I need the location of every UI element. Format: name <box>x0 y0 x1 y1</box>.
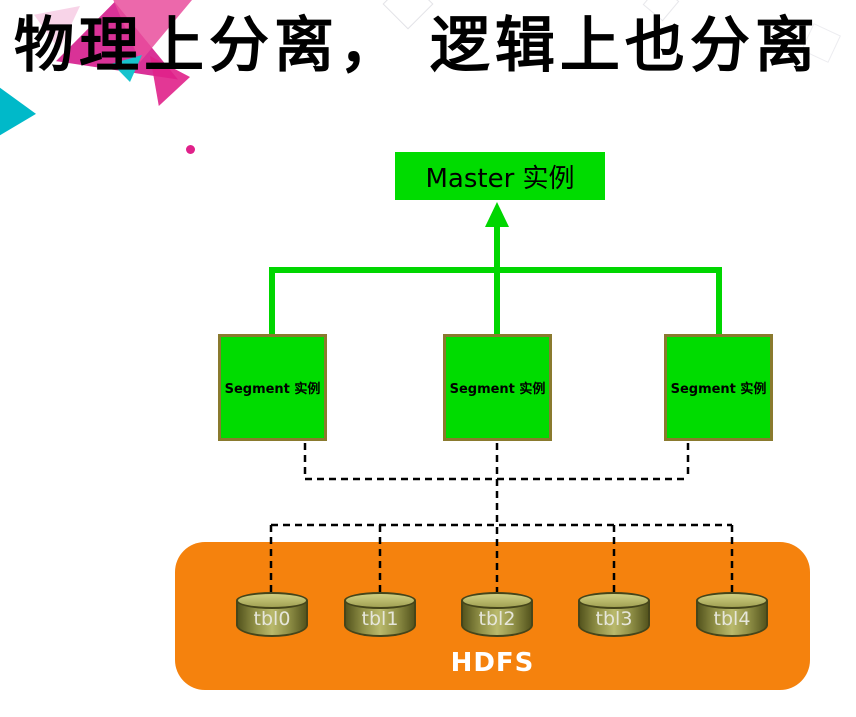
cylinder-top <box>578 592 650 609</box>
cylinder-label: tbl1 <box>361 608 399 630</box>
table-cylinder-tbl2: tbl2 <box>461 592 533 640</box>
green-connectors <box>269 222 722 336</box>
segment-label: Segment 实例 <box>449 382 546 397</box>
segment-label: Segment 实例 <box>224 382 321 397</box>
segment-node-3: Segment 实例 <box>664 334 773 441</box>
cylinder-top <box>696 592 768 609</box>
arrow-head-up <box>485 202 509 227</box>
segment-node-2: Segment 实例 <box>443 334 552 441</box>
master-label: Master 实例 <box>425 163 575 194</box>
cylinder-label: tbl4 <box>713 608 751 630</box>
hdfs-label: HDFS <box>450 648 535 678</box>
table-cylinder-tbl0: tbl0 <box>236 592 308 640</box>
cylinder-label: tbl0 <box>253 608 291 630</box>
cylinder-top <box>236 592 308 609</box>
cylinder-label: tbl2 <box>478 608 516 630</box>
table-cylinder-tbl3: tbl3 <box>578 592 650 640</box>
segment-label: Segment 实例 <box>670 382 767 397</box>
master-node: Master 实例 <box>395 152 605 200</box>
table-cylinder-tbl1: tbl1 <box>344 592 416 640</box>
decoration-dot <box>186 145 195 154</box>
segment-node-1: Segment 实例 <box>218 334 327 441</box>
slide-title: 物理上分离， 逻辑上也分离 <box>14 11 820 81</box>
cylinder-label: tbl3 <box>595 608 633 630</box>
cylinder-top <box>461 592 533 609</box>
cylinder-top <box>344 592 416 609</box>
decoration-triangle-teal <box>0 82 36 140</box>
table-cylinder-tbl4: tbl4 <box>696 592 768 640</box>
